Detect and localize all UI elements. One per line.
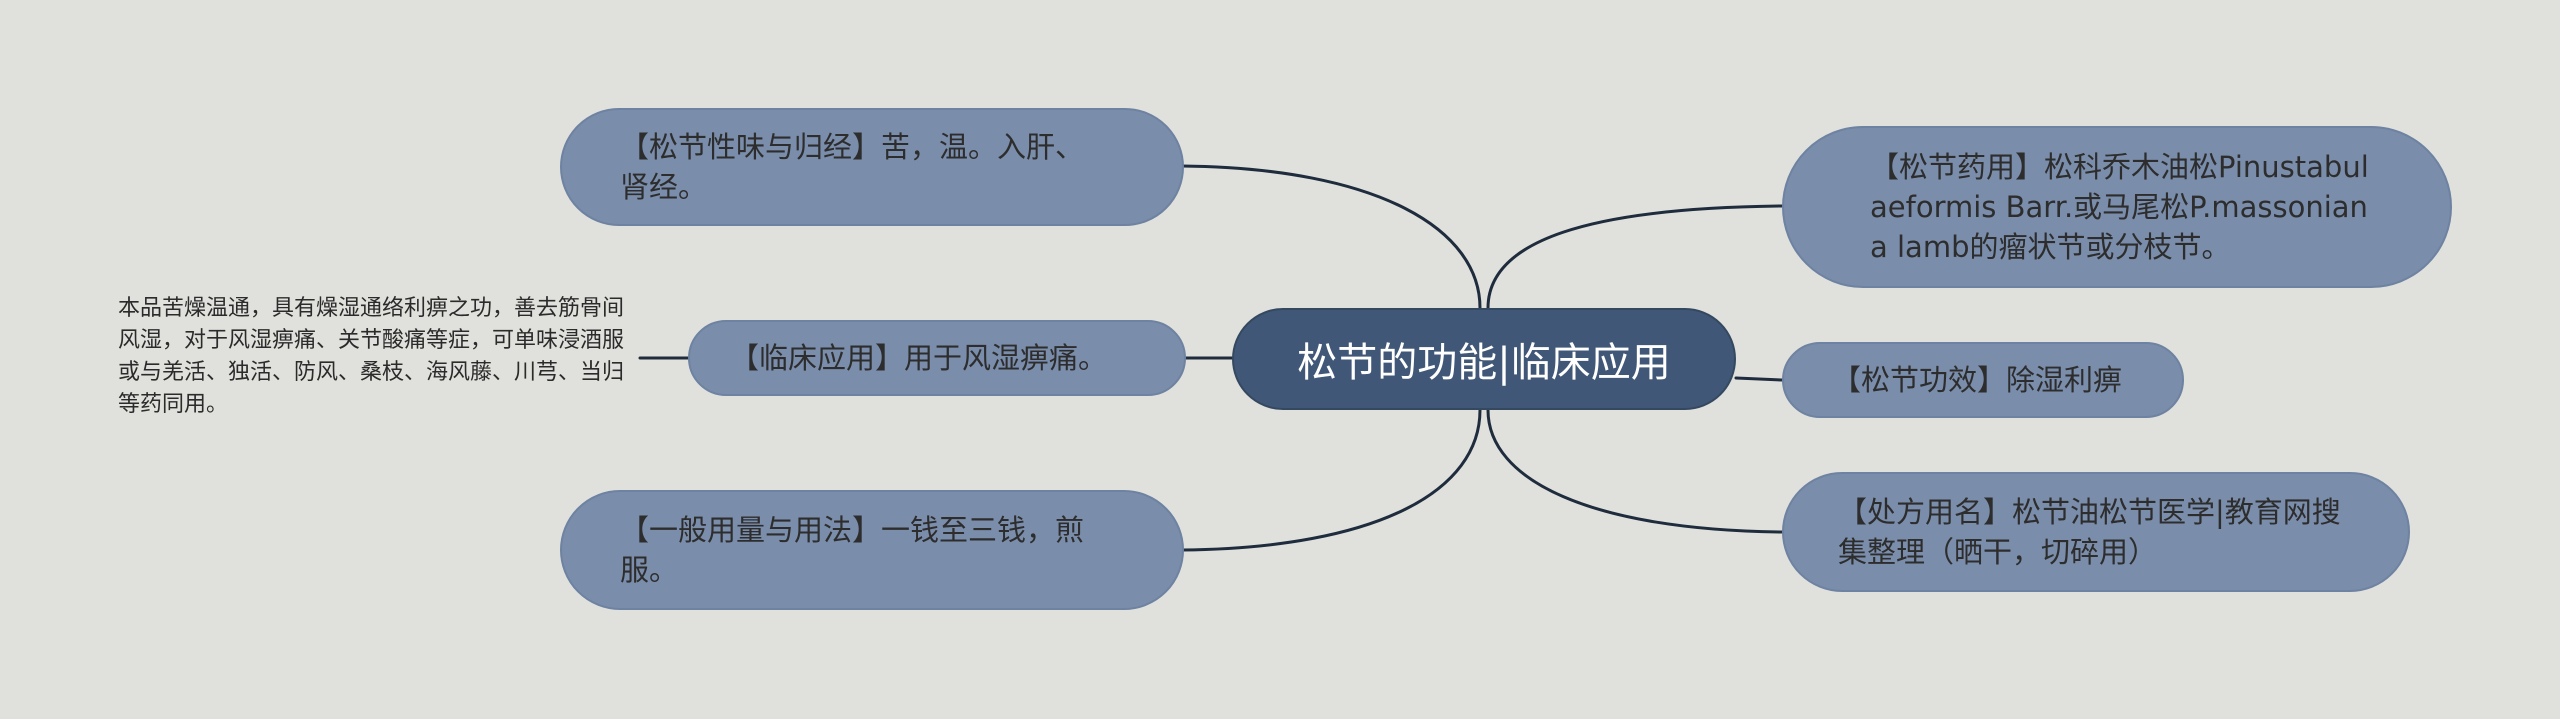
root-title: 松节的功能|临床应用 (1297, 340, 1671, 386)
topic-nature-taste[interactable]: 【松节性味与归经】苦，温。入肝、肾经。 (560, 108, 1184, 226)
root-topic[interactable]: 松节的功能|临床应用 (1232, 308, 1736, 410)
topic-effect-text: 【松节功效】除湿利痹 (1832, 363, 2123, 397)
topic-dosage[interactable]: 【一般用量与用法】一钱至三钱，煎服。 (560, 490, 1184, 610)
topic-source[interactable]: 【松节药用】松科乔木油松Pinustabulaeformis Barr.或马尾松… (1782, 126, 2452, 288)
connector-root-to-source (1486, 204, 1784, 310)
note-clinical-detail: 本品苦燥温通，具有燥湿通络利痹之功，善去筋骨间风湿，对于风湿痹痛、关节酸痛等症，… (118, 293, 640, 421)
topic-clinical-use-text: 【临床应用】用于风湿痹痛。 (730, 341, 1108, 375)
topic-dosage-text: 【一般用量与用法】一钱至三钱，煎服。 (620, 513, 1085, 587)
connector-root-to-nature-taste (1180, 164, 1482, 310)
note-clinical-detail-text: 本品苦燥温通，具有燥湿通络利痹之功，善去筋骨间风湿，对于风湿痹痛、关节酸痛等症，… (118, 296, 625, 417)
topic-nature-taste-text: 【松节性味与归经】苦，温。入肝、肾经。 (620, 130, 1085, 204)
topic-prescription-name[interactable]: 【处方用名】松节油松节医学|教育网搜集整理（晒干，切碎用） (1782, 472, 2410, 592)
topic-source-text: 【松节药用】松科乔木油松Pinustabulaeformis Barr.或马尾松… (1870, 150, 2369, 264)
connector-root-to-prescription (1486, 408, 1784, 534)
connector-root-to-dosage (1180, 408, 1482, 552)
topic-prescription-name-text: 【处方用名】松节油松节医学|教育网搜集整理（晒干，切碎用） (1838, 495, 2341, 569)
topic-clinical-use[interactable]: 【临床应用】用于风湿痹痛。 (688, 320, 1186, 396)
connector-root-to-effect (1734, 376, 1784, 382)
topic-effect[interactable]: 【松节功效】除湿利痹 (1782, 342, 2184, 418)
